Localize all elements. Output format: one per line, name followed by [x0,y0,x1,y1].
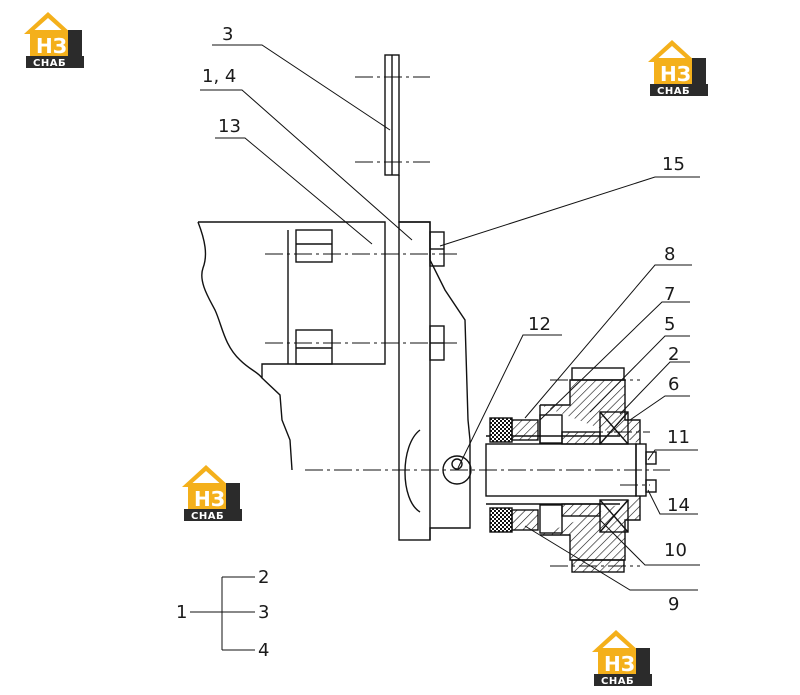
logo-mark-text: НЗ [604,652,635,676]
assembly-drawing [197,54,657,573]
logo-bottom-right: НЗ СНАБ [592,630,652,687]
callout-15: 15 [662,154,685,175]
callout-6: 6 [668,374,679,395]
callout-1-4: 1, 4 [202,66,236,87]
callout-11: 11 [667,427,690,448]
callout-2: 2 [668,344,679,365]
callout-12: 12 [528,314,551,335]
logo-caption-text: СНАБ [33,58,66,69]
logo-caption-text: СНАБ [657,86,690,97]
leader-lines [200,44,700,591]
logo-top-left: НЗ СНАБ [24,12,84,69]
callout-9: 9 [668,594,679,615]
callout-8: 8 [664,244,675,265]
tree-child-label: 3 [258,602,269,623]
logo-mid-left: НЗ СНАБ [182,465,242,522]
logo-top-right: НЗ СНАБ [648,40,708,97]
center-lines [265,76,670,567]
callout-7: 7 [664,284,675,305]
callout-3: 3 [222,24,233,45]
callout-14: 14 [667,495,690,516]
logo-caption-text: СНАБ [601,676,634,687]
logo-mark-text: НЗ [36,34,67,58]
assembly-tree: 1 2 3 4 [176,567,269,661]
logo-mark-text: НЗ [660,62,691,86]
tree-child-label: 4 [258,640,269,661]
tree-child-label: 2 [258,567,269,588]
tree-root-label: 1 [176,602,187,623]
callout-5: 5 [664,314,675,335]
logo-mark-text: НЗ [194,487,225,511]
callout-labels: 3 1, 4 13 15 8 7 12 5 2 6 11 14 10 9 [202,24,690,615]
callout-13: 13 [218,116,241,137]
callout-10: 10 [664,540,687,561]
logo-caption-text: СНАБ [191,511,224,522]
